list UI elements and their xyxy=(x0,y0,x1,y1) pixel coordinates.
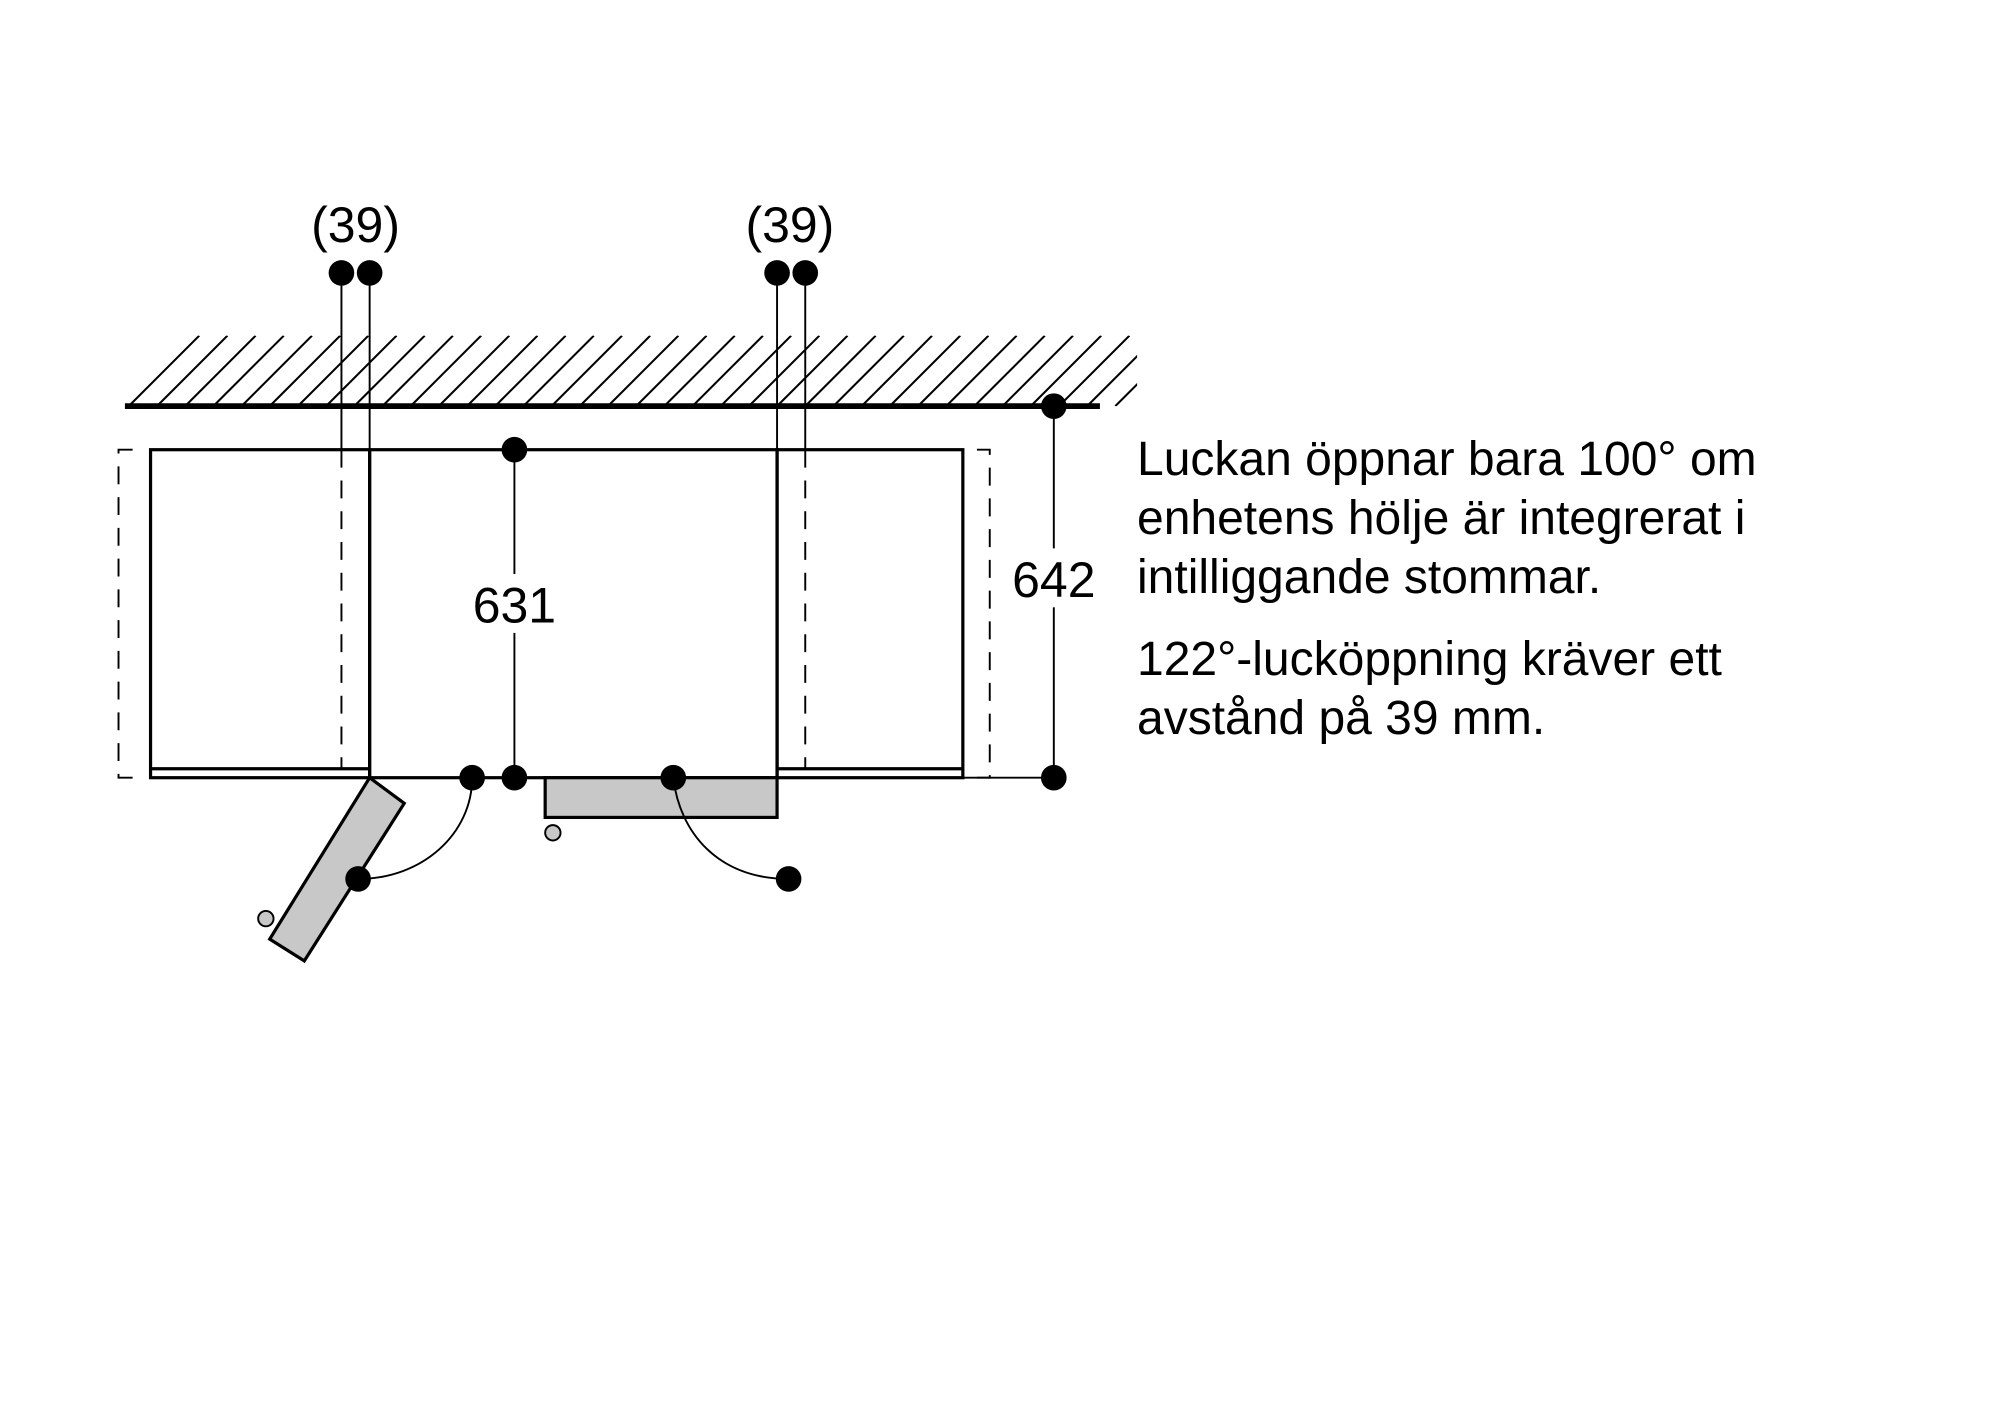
hatch-line xyxy=(973,335,1046,407)
cabinet-center xyxy=(368,448,779,780)
hatch-line xyxy=(1114,382,1138,407)
depth-label-631: 631 xyxy=(473,578,556,634)
hatch-line xyxy=(212,335,285,407)
hatch-line xyxy=(945,335,1018,407)
hatch-line xyxy=(607,335,680,407)
hatch-line xyxy=(1228,336,1298,406)
hatch-line xyxy=(1001,335,1074,407)
hatch-line xyxy=(1086,354,1138,407)
hatch-line xyxy=(860,335,933,407)
hatch-line xyxy=(297,335,370,407)
dimension-dots xyxy=(328,260,1067,892)
hatch-line xyxy=(438,335,511,407)
cabinets xyxy=(148,448,965,780)
hatch-line xyxy=(522,335,595,407)
hatch-line xyxy=(804,335,877,407)
door-open-100 xyxy=(543,776,779,820)
hatch-line xyxy=(381,335,454,407)
note-line: Luckan öppnar bara 100° om xyxy=(1137,433,1757,486)
hatch-line xyxy=(240,335,313,407)
note-line: avstånd på 39 mm. xyxy=(1137,692,1546,745)
hatch-line xyxy=(832,335,905,407)
hatch-line xyxy=(776,335,849,407)
hatch-line xyxy=(550,335,623,407)
hatch-line xyxy=(353,335,426,407)
handle-icon xyxy=(257,909,275,928)
swing-arc-right xyxy=(672,777,789,880)
hatch-line xyxy=(889,335,962,407)
note-line: 122°-lucköppning kräver ett xyxy=(1137,633,1722,686)
hatch-line xyxy=(325,335,398,407)
hatch-line xyxy=(1172,336,1242,406)
note-line: intilliggande stommar. xyxy=(1137,551,1602,604)
hatch-line xyxy=(1030,335,1102,407)
hatch-line xyxy=(128,335,200,407)
hatch-line xyxy=(409,335,482,407)
note-line: enhetens hölje är integrerat i xyxy=(1137,492,1746,545)
hatch-line xyxy=(466,335,539,407)
hatch-line xyxy=(494,335,567,407)
hatch-line xyxy=(156,335,229,407)
hatch-line xyxy=(748,335,821,407)
hatch-line xyxy=(1200,336,1270,406)
handle-icon xyxy=(544,824,562,842)
hatch-line xyxy=(917,335,990,407)
gap-label-right: (39) xyxy=(745,197,834,253)
depth-label-642: 642 xyxy=(1012,552,1095,608)
cabinet-left xyxy=(148,448,372,780)
hatch-line xyxy=(579,335,651,407)
hatch-line xyxy=(1058,335,1131,407)
hatch-line xyxy=(719,335,792,407)
note-100-degree: Luckan öppnar bara 100° om enhetens hölj… xyxy=(1137,430,1757,607)
hatch-line xyxy=(268,335,341,407)
hatch-line xyxy=(691,335,764,407)
gap-label-left: (39) xyxy=(311,197,400,253)
hatch-line xyxy=(184,335,257,407)
swing-arc-left xyxy=(358,777,474,880)
hatch-line xyxy=(663,335,736,407)
door-open-122 xyxy=(267,775,407,964)
hatch-line xyxy=(1143,336,1213,406)
cabinet-right xyxy=(775,448,965,780)
wall-hatching xyxy=(128,335,1298,407)
note-122-degree: 122°-lucköppning kräver ett avstånd på 3… xyxy=(1137,630,1722,748)
hatch-line xyxy=(635,335,708,407)
